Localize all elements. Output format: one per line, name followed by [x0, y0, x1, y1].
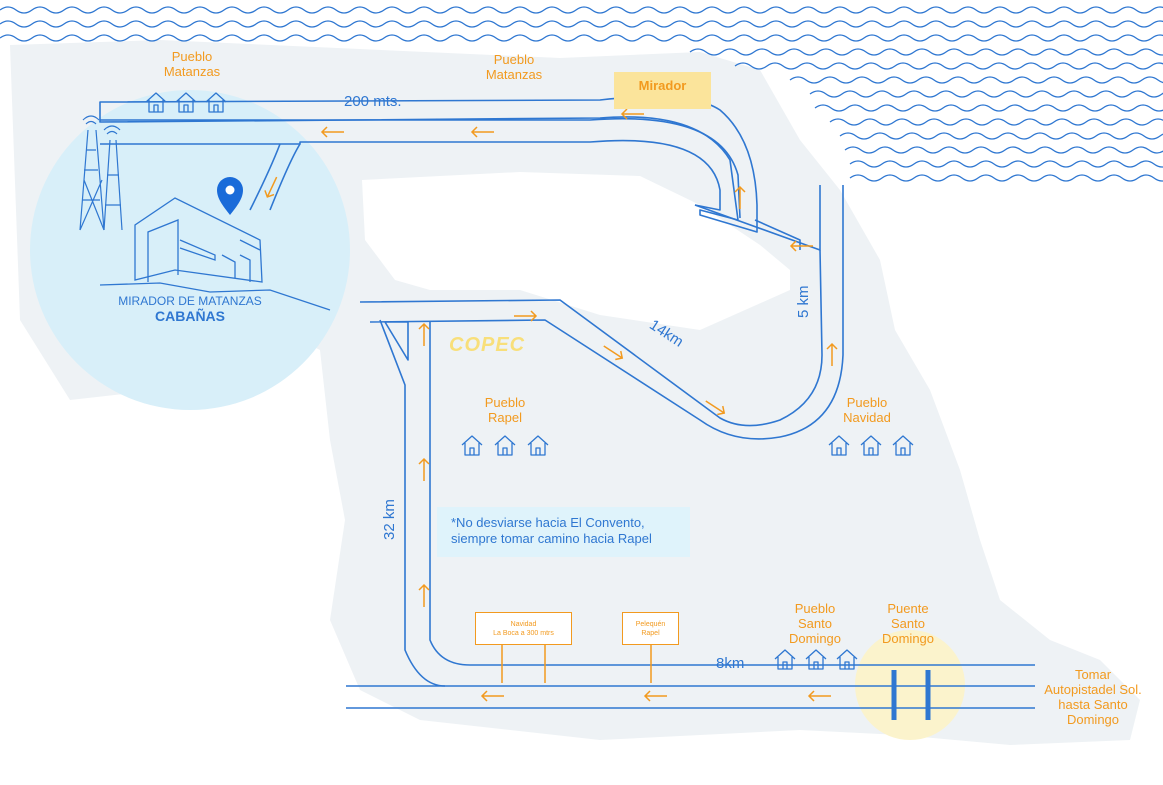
- distance-32km: 32 km: [381, 499, 398, 540]
- destination-highlight: [30, 90, 350, 410]
- sign-posts: [501, 645, 652, 683]
- distance-8km: 8km: [716, 655, 745, 672]
- destination-title: MIRADOR DE MATANZAS: [118, 294, 262, 308]
- sea-waves: [0, 6, 1163, 182]
- roads: [99, 95, 1035, 709]
- bridge-highlight: [855, 630, 965, 740]
- inner-clearing: [362, 172, 790, 330]
- pin-icon: [217, 177, 243, 215]
- distance-5km: 5 km: [795, 285, 812, 318]
- mirador-marker: Mirador: [614, 72, 711, 109]
- bridge-icon: [891, 670, 931, 720]
- cabin-icon: [99, 197, 331, 311]
- antenna-icon: [79, 115, 123, 231]
- distance-200m: 200 mts.: [344, 93, 402, 110]
- route-note: *No desviarse hacia El Convento,siempre …: [437, 507, 690, 557]
- copec-logo: COPEC: [449, 334, 526, 356]
- destination-subtitle: CABAÑAS: [155, 308, 225, 324]
